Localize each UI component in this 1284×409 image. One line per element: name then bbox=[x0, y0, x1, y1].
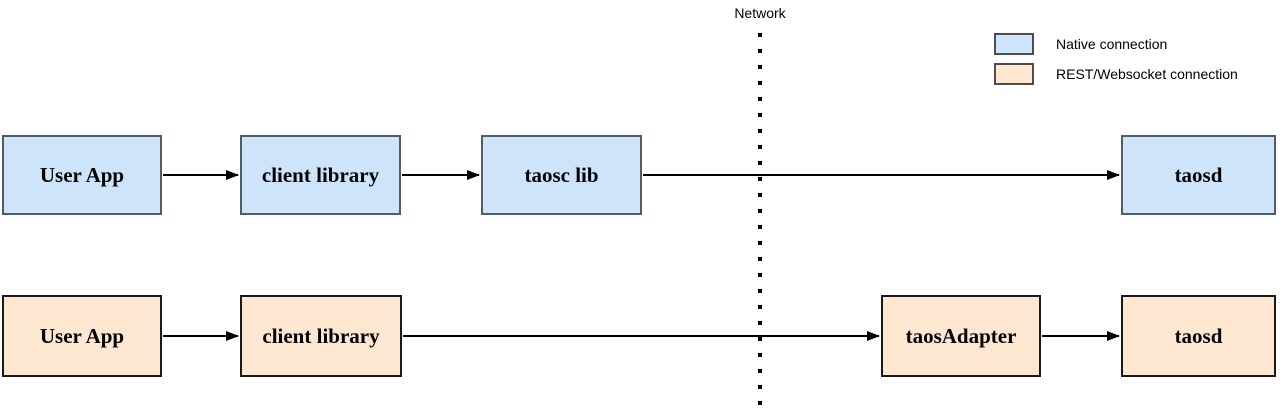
legend-item-native: Native connection bbox=[994, 33, 1238, 55]
node-taosadapter: taosAdapter bbox=[881, 295, 1041, 377]
node-user-app-rest: User App bbox=[2, 295, 162, 377]
node-client-library-rest: client library bbox=[240, 295, 402, 377]
node-taosc-lib: taosc lib bbox=[481, 135, 642, 215]
legend-item-rest: REST/Websocket connection bbox=[994, 63, 1238, 85]
node-taosd-native: taosd bbox=[1121, 135, 1276, 215]
native-connection-swatch bbox=[994, 33, 1034, 55]
node-client-library-native: client library bbox=[240, 135, 401, 215]
node-user-app-native: User App bbox=[2, 135, 162, 215]
legend-label-rest: REST/Websocket connection bbox=[1056, 66, 1238, 82]
node-taosd-rest: taosd bbox=[1121, 295, 1276, 377]
rest-connection-swatch bbox=[994, 63, 1034, 85]
network-label: Network bbox=[734, 5, 786, 21]
legend-label-native: Native connection bbox=[1056, 36, 1168, 52]
legend: Native connection REST/Websocket connect… bbox=[994, 33, 1238, 93]
